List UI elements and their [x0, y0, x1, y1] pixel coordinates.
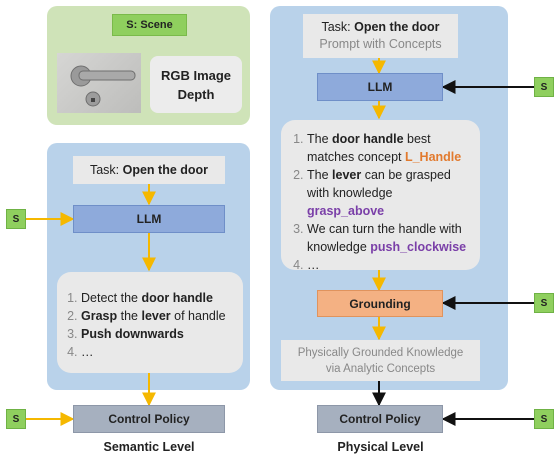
physical-plan-box: The door handle best matches concept L_H…: [281, 120, 480, 272]
semantic-step-1: Detect the door handle: [81, 289, 235, 307]
physical-task-box: Task: Open the door Prompt with Concepts: [303, 14, 458, 58]
semantic-step-3: Push downwards: [81, 325, 235, 343]
physical-task-text: Task: Open the door: [321, 20, 440, 34]
semantic-task-text: Task: Open the door: [89, 162, 209, 177]
s-tag-semantic-control: S: [6, 409, 26, 429]
physical-level-label: Physical Level: [337, 440, 424, 454]
semantic-step-4: …: [81, 343, 235, 361]
physical-item-3: We can turn the handle with knowledge pu…: [307, 220, 472, 256]
grounded-knowledge-line1: Physically Grounded Knowledge: [297, 346, 464, 359]
rgb-depth-box: RGB Image Depth: [150, 56, 242, 113]
s-tag-physical-grounding: S: [534, 293, 554, 313]
door-handle-image: [57, 53, 141, 113]
semantic-task-box: Task: Open the door: [73, 156, 225, 184]
semantic-llm-box: LLM: [73, 205, 225, 233]
s-tag-physical-control: S: [534, 409, 554, 429]
semantic-plan-box: Detect the door handle Grasp the lever o…: [57, 272, 243, 373]
grounding-box: Grounding: [317, 290, 443, 317]
door-handle-picture: [70, 65, 136, 107]
grounded-knowledge-line2: via Analytic Concepts: [325, 362, 436, 375]
rgb-image-label: RGB Image: [160, 67, 232, 83]
s-tag-semantic-llm: S: [6, 209, 26, 229]
semantic-plan-list: Detect the door handle Grasp the lever o…: [61, 289, 235, 361]
semantic-control-policy: Control Policy: [73, 405, 225, 433]
physical-item-1: The door handle best matches concept L_H…: [307, 130, 472, 166]
physical-item-4: …: [307, 256, 472, 274]
depth-label: Depth: [177, 86, 215, 102]
semantic-step-2: Grasp the lever of handle: [81, 307, 235, 325]
physical-task-subtitle: Prompt with Concepts: [319, 37, 442, 51]
physical-item-2: The lever can be grasped with knowledge …: [307, 166, 472, 220]
physical-plan-list: The door handle best matches concept L_H…: [287, 130, 472, 274]
physical-control-policy: Control Policy: [317, 405, 443, 433]
physical-llm-box: LLM: [317, 73, 443, 101]
semantic-level-label: Semantic Level: [103, 440, 195, 454]
scene-tag: S: Scene: [112, 14, 187, 36]
s-tag-physical-llm: S: [534, 77, 554, 97]
grounded-knowledge-box: Physically Grounded Knowledge via Analyt…: [281, 340, 480, 381]
